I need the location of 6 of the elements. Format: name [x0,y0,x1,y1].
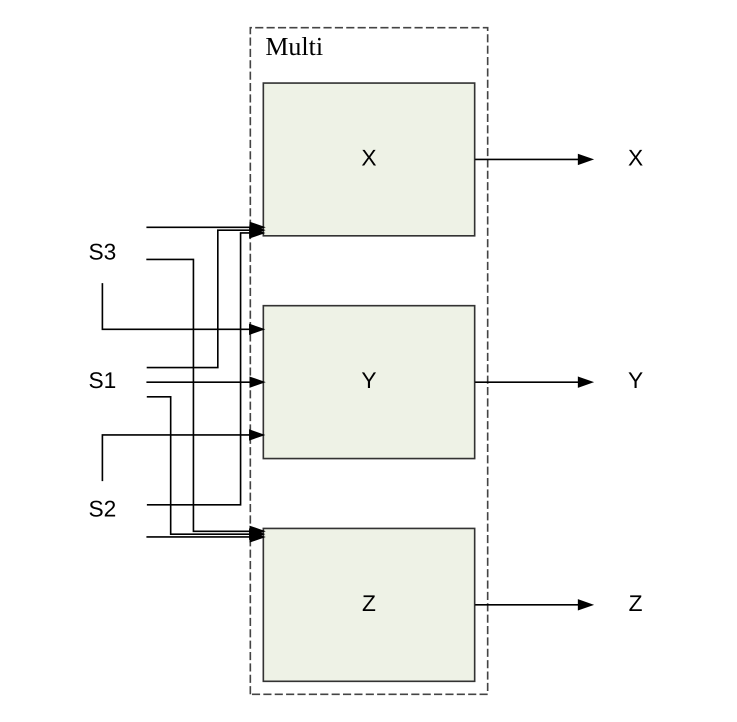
node-text: S2 [88,496,116,522]
node-text: Z [628,590,642,616]
node-text: Y [628,367,643,394]
node-text: X [628,144,643,170]
node-text: S1 [88,367,116,394]
node-text: S3 [88,238,116,265]
